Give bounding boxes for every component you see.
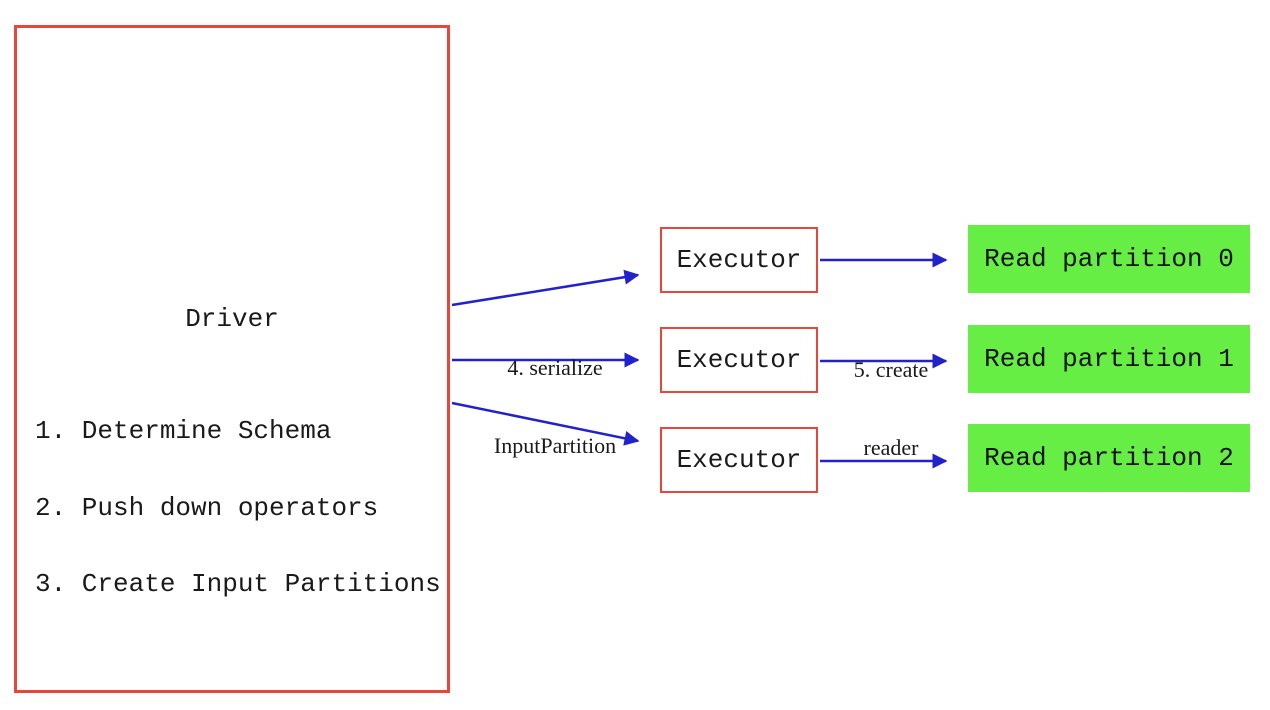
read-partition-label-0: Read partition 0	[984, 244, 1234, 274]
executor-label-2: Executor	[676, 445, 802, 475]
read-partition-box-2: Read partition 2	[968, 424, 1250, 492]
driver-step-3: 3. Create Input Partitions	[35, 569, 441, 599]
read-partition-box-0: Read partition 0	[968, 225, 1250, 293]
driver-step-1: 1. Determine Schema	[35, 416, 332, 446]
edge-label-create-reader: 5. create reader	[811, 305, 971, 513]
executor-box-1: Executor	[660, 327, 818, 393]
read-partition-label-1: Read partition 1	[984, 344, 1234, 374]
driver-box: Driver 1. Determine Schema 2. Push down …	[14, 25, 450, 693]
read-partition-label-2: Read partition 2	[984, 443, 1234, 473]
read-partition-box-1: Read partition 1	[968, 325, 1250, 393]
edge-label-serialize-inputpartition: 4. serialize InputPartition	[455, 303, 655, 511]
executor-label-1: Executor	[676, 345, 802, 375]
executor-box-2: Executor	[660, 427, 818, 493]
driver-steps: 1. Determine Schema 2. Push down operato…	[35, 368, 441, 649]
executor-label-0: Executor	[676, 245, 802, 275]
edge-label-reader-line2: reader	[863, 435, 919, 460]
arrow-driver-to-executor-0	[451, 269, 640, 307]
edge-label-reader-line1: 5. create	[853, 357, 929, 382]
driver-title: Driver	[185, 304, 279, 334]
executor-box-0: Executor	[660, 227, 818, 293]
edge-label-serialize-line2: InputPartition	[493, 433, 617, 458]
edge-label-serialize-line1: 4. serialize	[507, 355, 603, 380]
driver-step-2: 2. Push down operators	[35, 492, 379, 523]
